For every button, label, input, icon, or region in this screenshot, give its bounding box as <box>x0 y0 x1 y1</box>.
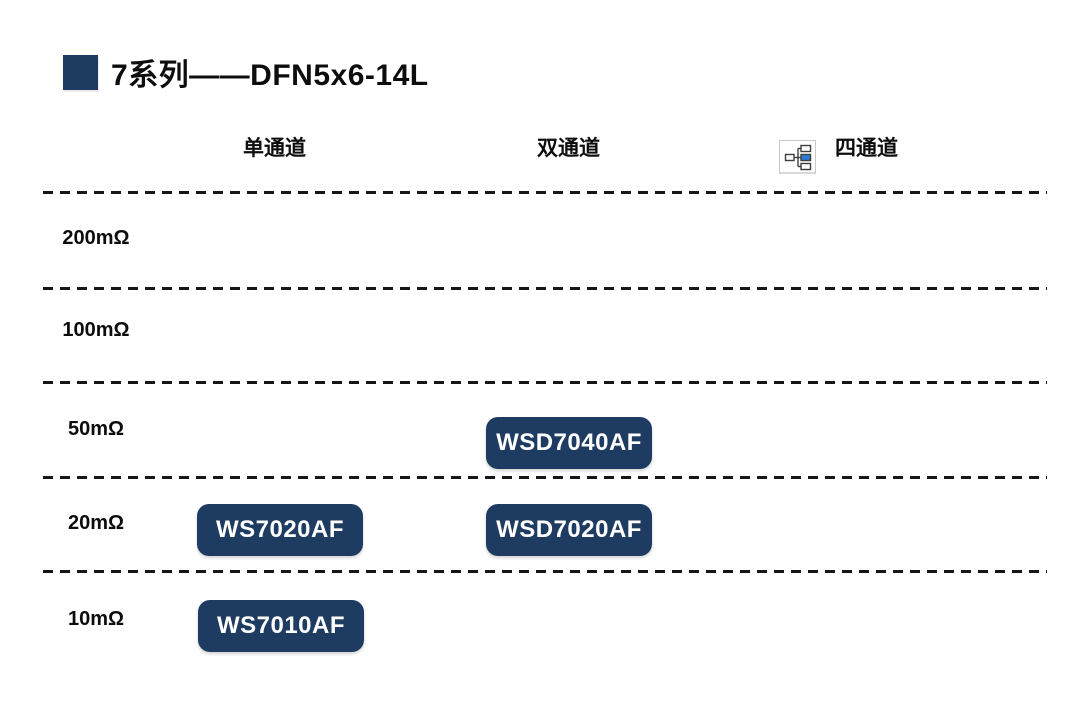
part-badge-ws7010af: WS7010AF <box>198 600 364 652</box>
row-label-100mohm: 100mΩ <box>62 319 130 341</box>
part-badge-wsd7040af: WSD7040AF <box>486 417 652 469</box>
part-badge-ws7020af: WS7020AF <box>197 504 363 556</box>
column-header-single-channel: 单通道 <box>243 137 306 160</box>
row-label-20mohm: 20mΩ <box>67 512 125 534</box>
page-title: 7系列——DFN5x6-14L <box>63 50 429 94</box>
title-accent-square <box>63 54 98 90</box>
column-header-quad-channel: 四通道 <box>835 137 898 160</box>
row-label-10mohm: 10mΩ <box>67 608 125 630</box>
row-label-200mohm: 200mΩ <box>62 227 130 249</box>
column-header-dual-channel: 双通道 <box>537 137 600 160</box>
dashed-separator <box>43 191 1047 194</box>
part-badge-wsd7020af: WSD7020AF <box>486 504 652 556</box>
org-chart-placeholder-icon <box>779 140 816 175</box>
page-title-text: 7系列——DFN5x6-14L <box>111 59 429 92</box>
dashed-separator <box>43 476 1047 479</box>
dashed-separator <box>43 287 1047 290</box>
row-label-50mohm: 50mΩ <box>67 418 125 440</box>
dashed-separator <box>43 570 1047 573</box>
dashed-separator <box>43 381 1047 384</box>
